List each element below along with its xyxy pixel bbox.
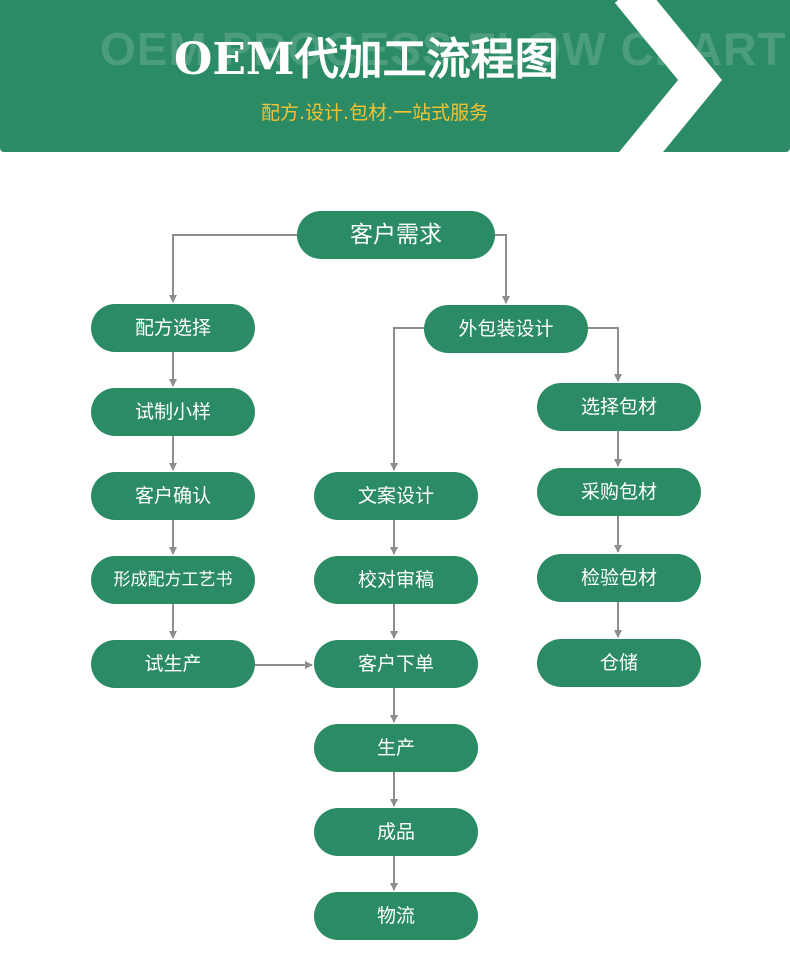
node-finished-product: 成品 [314,808,478,856]
node-trial-sample: 试制小样 [91,388,255,436]
node-formula-process-book: 形成配方工艺书 [91,556,255,604]
node-customer-demand: 客户需求 [297,211,495,259]
node-inspect-material: 检验包材 [537,554,701,602]
connector-root-packaging [494,234,510,304]
node-customer-confirm: 客户确认 [91,472,255,520]
connector-root-left [169,234,297,303]
connector-packaging-copy [390,327,424,471]
header-banner: OEM PROCESS FLOW CHART OEM代加工流程图 配方.设计.包… [0,0,790,152]
node-trial-production: 试生产 [91,640,255,688]
page-subtitle: 配方.设计.包材.一站式服务 [261,102,489,124]
node-packaging-design: 外包装设计 [424,305,588,353]
node-select-material: 选择包材 [537,383,701,431]
page-title: OEM代加工流程图 [174,34,559,85]
connector-packaging-material [587,327,622,382]
node-production: 生产 [314,724,478,772]
node-purchase-material: 采购包材 [537,468,701,516]
node-formula-selection: 配方选择 [91,304,255,352]
chevron-arrow-icon [614,0,722,152]
node-customer-order: 客户下单 [314,640,478,688]
node-proofreading: 校对审稿 [314,556,478,604]
node-copy-design: 文案设计 [314,472,478,520]
node-warehousing: 仓储 [537,639,701,687]
node-logistics: 物流 [314,892,478,940]
